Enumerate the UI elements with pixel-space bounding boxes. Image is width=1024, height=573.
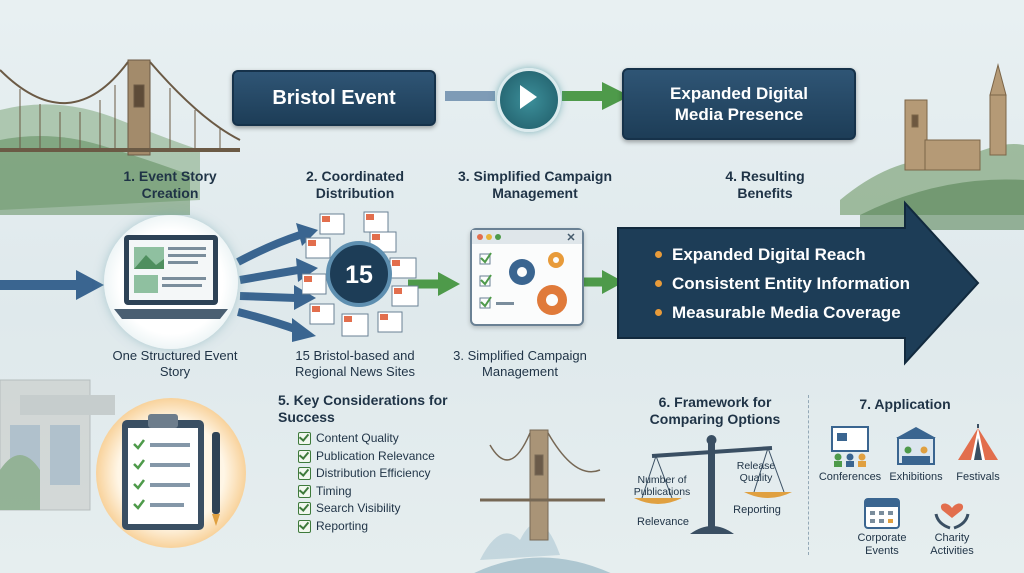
digital-presence-box: Expanded Digital Media Presence: [622, 68, 856, 140]
checkbox-icon: [298, 519, 311, 533]
digital-presence-label: Expanded Digital Media Presence: [670, 84, 808, 124]
bristol-event-box: Bristol Event: [232, 70, 436, 126]
app-corporate-events: Corporate Events: [857, 532, 907, 557]
app-festivals: Festivals: [956, 471, 1000, 483]
considerations-title: 5. Key Considerations for Success: [278, 392, 448, 425]
clipboard-icon: [122, 414, 220, 530]
list-item: Timing: [298, 483, 458, 501]
presentation-icon: [831, 426, 869, 467]
bristol-event-label: Bristol Event: [272, 86, 396, 109]
step-3-label: 3. Simplified Campaign Management: [457, 168, 613, 201]
list-item: Reporting: [298, 518, 458, 536]
cathedral-icon: [904, 63, 1007, 171]
building-icon: [0, 379, 115, 511]
gear-icon: [509, 252, 567, 315]
list-item: Distribution Efficiency: [298, 465, 458, 483]
booth-icon: [896, 427, 936, 465]
step-2-label: 2. Coordinated Distribution: [305, 168, 404, 201]
considerations-list: Content Quality Publication Relevance Di…: [298, 430, 458, 535]
app-conferences: Conferences: [818, 471, 882, 483]
play-button[interactable]: [497, 68, 561, 132]
step-1-label: 1. Event Story Creation: [123, 168, 217, 201]
checkbox-icon: [298, 449, 311, 463]
heart-hands-icon: [934, 503, 970, 530]
list-item: Content Quality: [298, 430, 458, 448]
framework-title: 6. Framework for Comparing Options: [649, 394, 781, 427]
play-icon: [520, 85, 537, 109]
checkbox-icon: [298, 432, 311, 446]
framework-right-bottom: Reporting: [733, 504, 781, 516]
framework-left-bottom: Relevance: [637, 516, 689, 528]
framework-left-top: Number of Publications: [633, 474, 691, 498]
step-4-label: 4. Resulting Benefits: [725, 168, 805, 201]
calendar-icon: [864, 498, 900, 529]
scale-icon: [634, 435, 792, 534]
benefit-item: Expanded Digital Reach: [655, 240, 915, 269]
clipboard-circle: [96, 398, 246, 548]
checkbox-icon: [298, 502, 311, 516]
tent-icon: [958, 424, 998, 460]
app-charity-activities: Charity Activities: [930, 532, 974, 557]
list-item: Search Visibility: [298, 500, 458, 518]
campaign-window: [470, 228, 584, 326]
newspaper-icon: [301, 211, 419, 337]
list-item: Publication Relevance: [298, 448, 458, 466]
checkbox-icon: [298, 484, 311, 498]
benefit-item: Consistent Entity Information: [655, 269, 915, 298]
campaign-caption: 3. Simplified Campaign Management: [453, 348, 587, 379]
framework-right-top: Release Quality: [736, 460, 776, 484]
benefit-item: Measurable Media Coverage: [655, 298, 915, 327]
checkbox-icon: [298, 467, 311, 481]
section-divider: [808, 395, 809, 555]
benefits-list: Expanded Digital Reach Consistent Entity…: [655, 240, 915, 327]
application-title: 7. Application: [859, 396, 951, 412]
bridge-icon: [474, 429, 611, 573]
sites-caption: 15 Bristol-based and Regional News Sites: [295, 348, 415, 379]
app-exhibitions: Exhibitions: [889, 471, 943, 483]
pen-icon: [212, 432, 220, 526]
news-sites-cluster: [301, 210, 420, 344]
laptop-icon: [114, 235, 228, 319]
bridge-icon: [0, 59, 241, 156]
story-caption: One Structured Event Story: [112, 348, 238, 379]
laptop-circle: [104, 215, 238, 349]
checklist-icon: [472, 230, 582, 315]
sites-count: 15: [345, 261, 373, 289]
